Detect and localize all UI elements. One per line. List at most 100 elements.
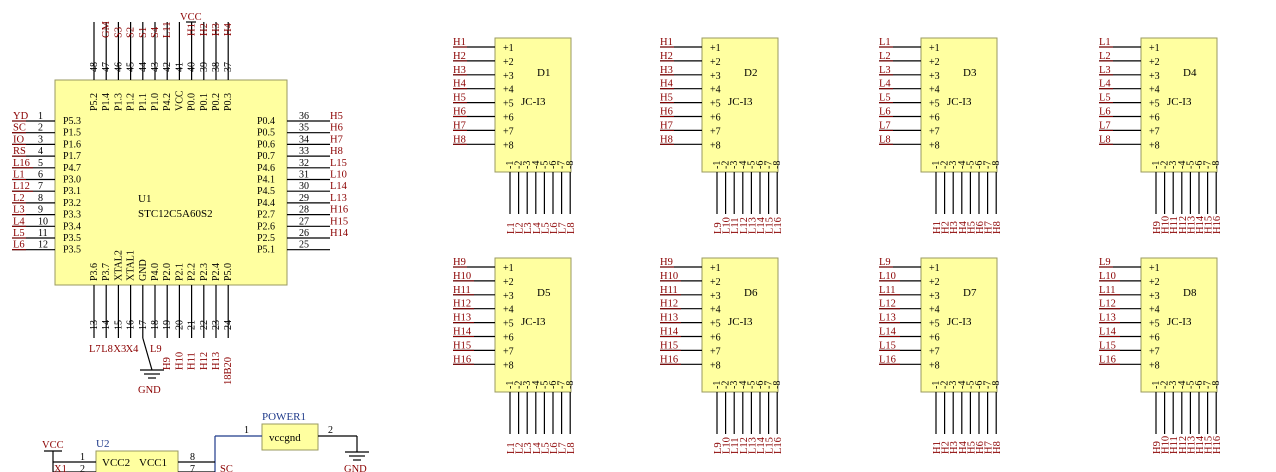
matrix-row-net: L8 [1099,134,1111,145]
matrix-row-label: +2 [710,277,721,288]
u1-pin-name: P2.6 [257,221,275,232]
matrix-row-net: L12 [879,299,896,310]
power1-pin2-num: 2 [328,425,333,436]
u1-net-label: H6 [330,123,343,134]
matrix-col-net: H3 [949,221,960,234]
matrix-col-label: -5 [539,381,550,389]
matrix-col-label: -4 [738,381,749,389]
matrix-row-label: +4 [503,85,514,96]
matrix-row-label: +3 [1149,291,1160,302]
matrix-col-label: -8 [1211,381,1222,389]
matrix-row-label: +6 [1149,333,1160,344]
matrix-col-label: -8 [772,381,783,389]
u1-pin-name: P0.0 [187,93,198,111]
matrix-col-net: H13 [1186,216,1197,234]
matrix-col-label: -2 [721,381,732,389]
u1-pin-num: 48 [89,62,100,72]
matrix-part: JC-I3 [728,96,753,108]
matrix-col-net: L3 [523,222,534,234]
matrix-d8: D8JC-I3L9+1L10+2L11+3L12+4L13+5L14+6L15+… [1099,257,1223,454]
u1-pin-name: P3.5 [63,245,81,256]
u1-pin-name: P1.2 [126,93,137,111]
matrix-col-net: L11 [730,437,741,454]
matrix-col-label: -4 [531,381,542,389]
matrix-col-label: -7 [557,161,568,169]
u1-pin-num: 8 [38,193,43,204]
matrix-col-net: H9 [1152,441,1163,454]
u1-net-label: YD [13,111,29,122]
power1-gnd-symbol [345,451,369,461]
u1-body [54,79,288,286]
matrix-row-net: H1 [453,37,466,48]
u1-net-label: H4 [223,22,234,36]
matrix-part: JC-I3 [947,96,972,108]
matrix-col-label: -4 [738,161,749,169]
u1-net-label: H9 [162,357,173,370]
u2-net-x1: X1 [54,464,67,472]
u1-pin-num: 2 [38,123,43,134]
u1-pin-name: P2.5 [257,233,275,244]
matrix-col-net: L2 [515,442,526,454]
matrix-body [701,257,779,393]
matrix-col-label: -1 [505,381,516,389]
matrix-row-net: H9 [660,257,673,268]
u1-pin-num: 28 [299,205,309,216]
matrix-row-net: L13 [879,313,896,324]
power1-designator: POWER1 [262,411,306,423]
u1-net-label: S1 [138,27,149,38]
matrix-col-label: -3 [729,161,740,169]
u1-net-label: L12 [13,181,30,192]
u1-pin-num: 17 [138,320,149,330]
matrix-col-net: L4 [532,442,543,454]
matrix-col-net: H5 [966,441,977,454]
u2-pin2-num: 2 [80,464,85,472]
matrix-row-label: +5 [710,319,721,330]
matrix-row-label: +7 [1149,346,1160,357]
matrix-row-net: H5 [453,93,466,104]
u1-pin-num: 47 [101,62,112,72]
matrix-row-label: +6 [1149,113,1160,124]
matrix-col-net: L12 [739,437,750,454]
u1-net-label: L5 [13,228,25,239]
u1-pin-num: 19 [162,320,173,330]
u2-pin7-num: 7 [190,464,195,472]
matrix-row-label: +6 [710,333,721,344]
matrix-row-net: H15 [660,340,678,351]
matrix-d1: D1JC-I3H1+1H2+2H3+3H4+4H5+5H6+6H7+7H8+8-… [453,37,577,234]
matrix-col-net: L6 [549,222,560,234]
matrix-body [494,257,572,393]
matrix-col-net: H6 [975,221,986,234]
u1-net-label: H16 [330,205,348,216]
matrix-col-label: -5 [965,161,976,169]
matrix-body [494,37,572,173]
matrix-row-net: H16 [660,354,678,365]
u1-pin-num: 15 [113,320,124,330]
u1-pin-name: GND [138,259,149,281]
u1-pin-name: P3.6 [89,263,100,281]
u1-pin-name: P0.5 [257,128,275,139]
matrix-col-net: L10 [722,217,733,234]
u1-net-label: H11 [187,352,198,370]
matrix-row-net: L7 [1099,120,1111,131]
u1-pin-num: 45 [126,62,137,72]
matrix-col-label: -5 [539,161,550,169]
u1-pin-num: 32 [299,158,309,169]
u1-net-label: X4 [126,344,140,355]
u1-pin-name: P2.1 [174,263,185,281]
matrix-col-net: H16 [1212,216,1223,234]
matrix-row-net: H9 [453,257,466,268]
matrix-row-net: L11 [1099,285,1116,296]
matrix-row-net: L11 [879,285,896,296]
matrix-col-label: -4 [957,161,968,169]
u1-pin-name: P1.7 [63,151,81,162]
matrix-row-label: +4 [1149,85,1160,96]
matrix-col-label: -1 [1151,381,1162,389]
matrix-col-label: -8 [565,161,576,169]
matrix-col-label: -6 [548,161,559,169]
matrix-col-net: H10 [1161,436,1172,454]
matrix-row-net: L1 [879,37,891,48]
u1-net-label: H1 [187,23,198,36]
matrix-col-label: -3 [948,161,959,169]
u1-net-label: H14 [330,228,349,239]
matrix-col-net: H5 [966,221,977,234]
